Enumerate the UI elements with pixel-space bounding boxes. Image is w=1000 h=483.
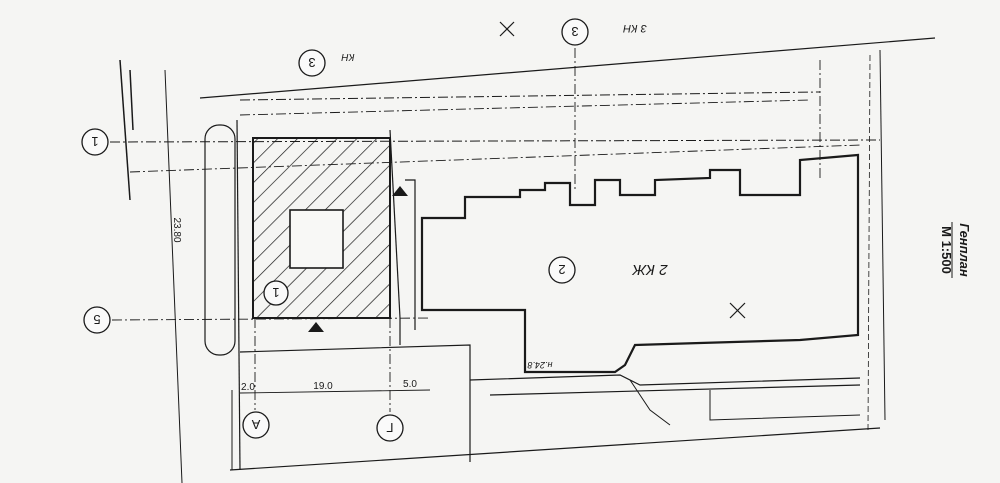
svg-text:3: 3 (308, 55, 315, 70)
kn-label-left: КН (341, 51, 355, 62)
axis-bubble-a: А (242, 411, 270, 439)
svg-text:1: 1 (91, 134, 98, 149)
axis-bubble-1: 1 (81, 128, 109, 156)
dimension-23-80: 23.80 (171, 217, 182, 242)
survey-marks (499, 21, 515, 37)
utility-lines (109, 48, 881, 412)
floor-note: н.24.8 (528, 360, 553, 370)
svg-text:А: А (251, 417, 260, 432)
axis-bubble-3-top: 3 (561, 18, 589, 46)
building-2-number: 2 (548, 256, 576, 284)
drawing-title: Генплан М 1:500 (939, 222, 972, 278)
building-2 (420, 153, 860, 374)
dimension-2-0: 2.0 (241, 382, 255, 393)
axis-bubble-g: Г (376, 414, 404, 442)
entrance-triangle-icon (392, 186, 408, 196)
paving-areas (239, 129, 861, 462)
building-2-label: 2 КЖ (631, 261, 668, 278)
building-1-number: 1 (263, 280, 289, 306)
kn-label-top: 3 КН (623, 22, 647, 34)
svg-text:1: 1 (272, 285, 279, 300)
svg-text:3: 3 (571, 24, 578, 39)
dimension-5-0: 5.0 (403, 379, 417, 390)
building-1 (252, 137, 408, 332)
dimension-line (239, 389, 431, 394)
title-text: Генплан (957, 223, 972, 277)
svg-text:5: 5 (93, 312, 100, 327)
axis-bubble-5: 5 (83, 306, 111, 334)
svg-text:Г: Г (386, 420, 393, 435)
dimension-19-0: 19.0 (313, 381, 333, 392)
axis-bubble-3: 3 (298, 49, 326, 77)
scale-text: М 1:500 (939, 226, 954, 274)
entrance-triangle-icon (308, 322, 324, 332)
site-boundaries (119, 37, 936, 483)
sidewalk (204, 119, 241, 471)
svg-text:2: 2 (558, 262, 565, 277)
